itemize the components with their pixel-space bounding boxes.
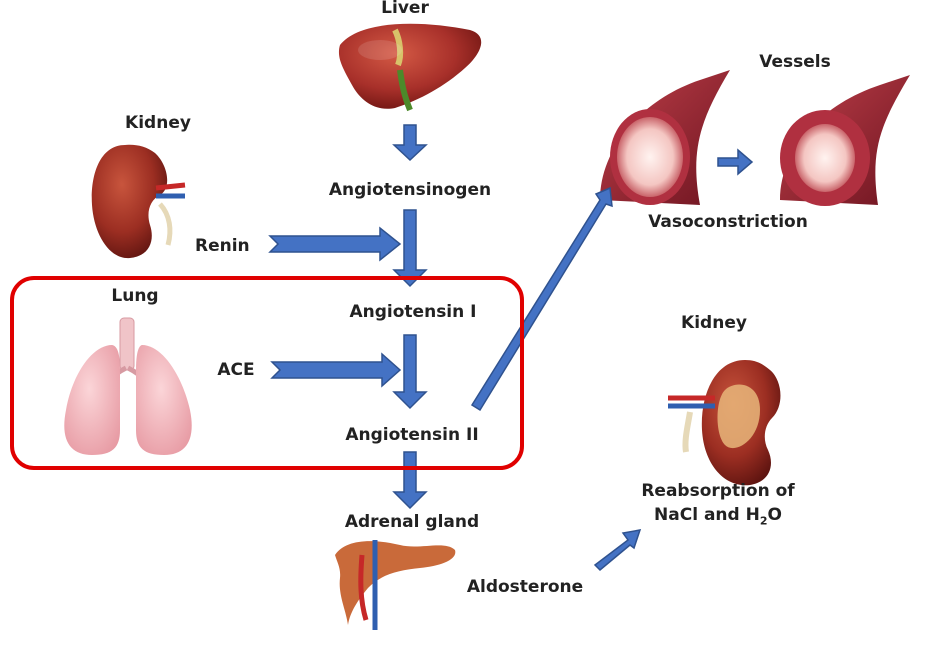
arrow-angiotensin2-to-vessels [470, 186, 613, 412]
arrows [268, 124, 754, 572]
aldosterone-label: Aldosterone [466, 577, 584, 597]
kidney-label-right: Kidney [681, 313, 747, 333]
reabsorption-label-line2: NaCl and H2O [654, 505, 782, 528]
arrow-angiotensinogen-to-angiotensin1 [392, 209, 428, 288]
adrenal-gland-label: Adrenal gland [344, 512, 480, 532]
arrow-liver-to-angiotensinogen [392, 124, 428, 162]
kidney-icon [91, 144, 186, 259]
arrow-angiotensin1-to-angiotensin2 [392, 334, 428, 410]
arrow-renin [268, 226, 402, 262]
renin-label: Renin [195, 236, 250, 256]
lung-label: Lung [111, 286, 159, 306]
arrow-angiotensin2-to-adrenal [392, 451, 428, 510]
arrow-ace [270, 352, 402, 388]
liver-icon [338, 23, 482, 112]
lung-icon [64, 317, 192, 455]
ace-label: ACE [217, 360, 255, 380]
angiotensin1-label: Angiotensin I [349, 302, 477, 322]
highlight-box [10, 276, 524, 470]
arrow-aldosterone-to-reabsorption [593, 529, 642, 572]
arrow-vessel-to-vessel [717, 148, 754, 176]
vasoconstriction-label: Vasoconstriction [648, 212, 808, 232]
vessel-icon [600, 70, 910, 206]
kidney-icon [668, 360, 781, 486]
subscript-two: 2 [759, 514, 768, 528]
angiotensinogen-label: Angiotensinogen [328, 180, 492, 200]
kidney-label-top: Kidney [125, 113, 191, 133]
liver-label: Liver [381, 0, 429, 18]
adrenal-icon [335, 540, 456, 630]
angiotensin2-label: Angiotensin II [345, 425, 479, 445]
reabsorption-label-line1: Reabsorption of [641, 481, 795, 501]
vessels-label: Vessels [759, 52, 831, 72]
